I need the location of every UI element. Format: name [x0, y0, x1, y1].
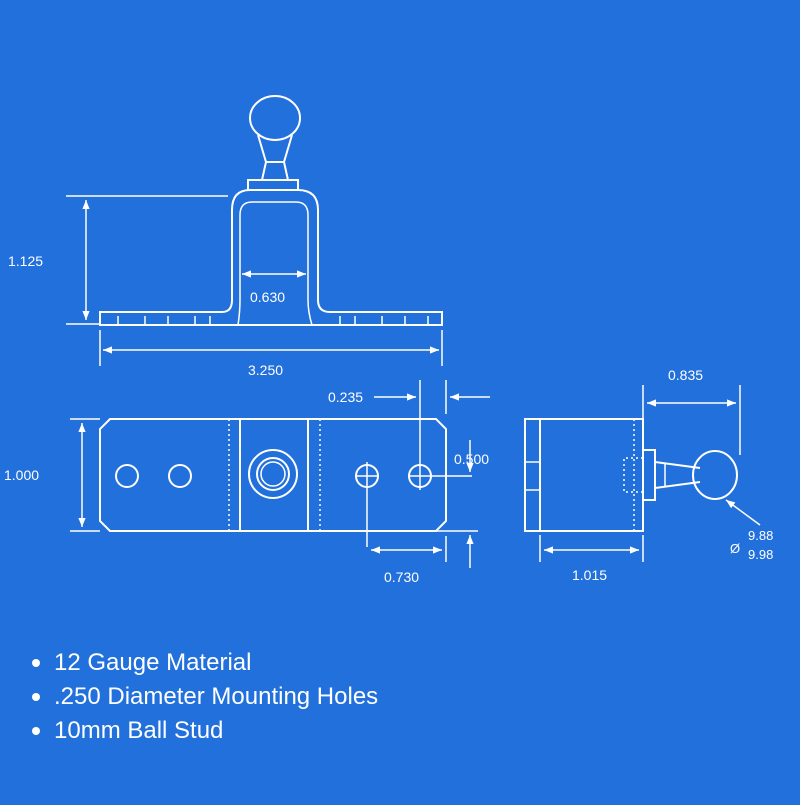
top-view: 1.000 0.235 0.500 0.730 — [4, 380, 490, 585]
dia-symbol: Ø — [730, 541, 740, 556]
dim-ball-dia-max: 9.98 — [748, 547, 773, 562]
note-item: 12 Gauge Material — [30, 646, 378, 680]
note-item: .250 Diameter Mounting Holes — [30, 680, 378, 714]
dim-hole-offset: 0.235 — [328, 389, 363, 405]
mount-hole — [115, 464, 139, 488]
dim-width-top: 1.000 — [4, 467, 39, 483]
note-item: 10mm Ball Stud — [30, 714, 378, 748]
side-body — [524, 418, 644, 532]
dim-hole-spacing-y: 0.500 — [454, 451, 489, 467]
flange-slots — [117, 316, 429, 325]
dim-hole-spacing-x: 0.730 — [384, 569, 419, 585]
mount-hole-center — [408, 380, 472, 490]
dim-ball-dia-min: 9.88 — [748, 528, 773, 543]
side-view: 0.835 1.015 Ø 9.88 9.98 — [524, 367, 773, 583]
dim-height-front: 1.125 — [8, 253, 43, 269]
ball-stud-side — [654, 450, 738, 500]
front-view: 1.125 0.630 3.250 — [8, 95, 443, 378]
mount-hole-center — [355, 462, 379, 547]
bracket-outline — [99, 189, 443, 326]
mount-hole — [168, 464, 192, 488]
ball-stud-front — [247, 95, 301, 191]
dim-stud-gap: 0.630 — [250, 289, 285, 305]
dim-overall-length: 3.250 — [248, 362, 283, 378]
bracket-inner — [237, 201, 313, 326]
spec-notes: 12 Gauge Material .250 Diameter Mounting… — [30, 646, 378, 748]
dim-side-depth: 1.015 — [572, 567, 607, 583]
plate-outline — [99, 418, 447, 532]
dim-side-offset: 0.835 — [668, 367, 703, 383]
